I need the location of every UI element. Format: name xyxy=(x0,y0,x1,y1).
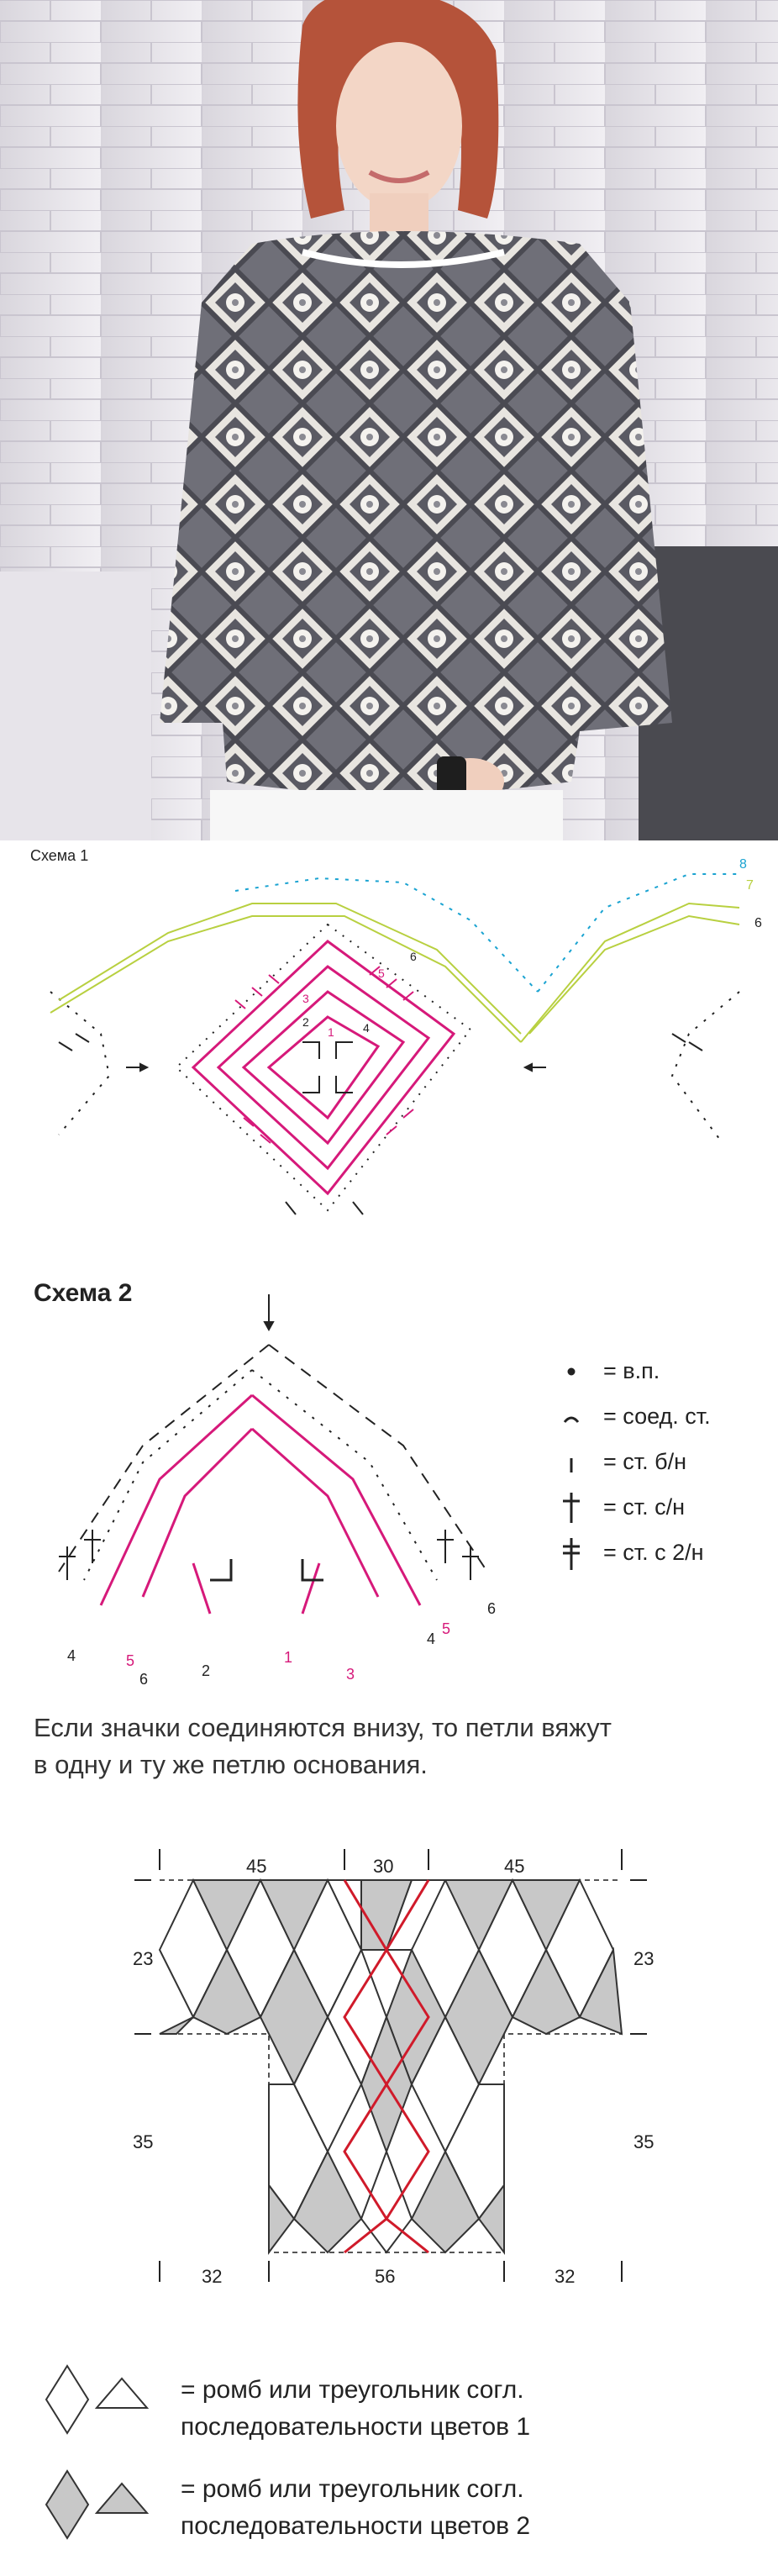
schema2-round-4-right: 4 xyxy=(427,1630,436,1647)
schema1-round-2: 2 xyxy=(302,1015,309,1029)
schema1-round-3: 3 xyxy=(302,992,309,1005)
schema1-title: Схема 1 xyxy=(30,847,89,864)
key-item-2-line-1: = ромб или треугольник согл. xyxy=(181,2475,524,2503)
key-item-1: = ромб или треугольник согл. последовате… xyxy=(181,2372,530,2446)
key-white-diamond xyxy=(45,2364,90,2435)
dim-side-mid-right: 35 xyxy=(633,2131,654,2152)
garment-layout xyxy=(134,1849,647,2282)
key-gray-triangle xyxy=(94,2482,150,2514)
dim-top-right: 45 xyxy=(504,1856,525,1877)
schema1-round-1: 1 xyxy=(328,1025,334,1039)
schema2-round-2: 2 xyxy=(202,1662,211,1679)
schema2-round-3: 3 xyxy=(346,1666,355,1683)
dim-top-center: 30 xyxy=(373,1856,394,1877)
schema1-round-4: 4 xyxy=(363,1021,370,1035)
schema2-round-6-right: 6 xyxy=(487,1600,497,1617)
schema2-round-5-left: 5 xyxy=(126,1652,135,1669)
key-gray-diamond xyxy=(45,2469,90,2540)
schema1-round-6-right: 6 xyxy=(754,916,762,930)
dim-side-top-left: 23 xyxy=(133,1948,154,1969)
schema2-magenta xyxy=(99,1393,422,1615)
cyan-rounds xyxy=(234,873,739,993)
schema2-title: Схема 2 xyxy=(34,1279,133,1307)
legend-symbols xyxy=(563,1367,580,1570)
legend-chain: = в.п. xyxy=(603,1358,660,1383)
key-item-1-line-2: последовательности цветов 1 xyxy=(181,2413,531,2441)
dim-bottom-left: 32 xyxy=(202,2266,223,2287)
schema1-round-8: 8 xyxy=(739,857,747,872)
schema2-round-6-left: 6 xyxy=(139,1671,149,1688)
schema2-round-4-left: 4 xyxy=(67,1647,76,1664)
schema2-diagram xyxy=(58,1294,580,1615)
schema1-diagram xyxy=(50,873,740,1215)
schema1-round-6: 6 xyxy=(410,950,417,963)
key-item-2: = ромб или треугольник согл. последовате… xyxy=(181,2471,530,2545)
dim-side-mid-left: 35 xyxy=(133,2131,154,2152)
note-line-2: в одну и ту же петлю основания. xyxy=(34,1750,428,1779)
dim-bottom-right: 32 xyxy=(555,2266,576,2287)
dim-side-top-right: 23 xyxy=(633,1948,654,1969)
schema1-round-7: 7 xyxy=(746,878,754,893)
lime-rounds xyxy=(50,902,740,1043)
legend-dc: = ст. с/н xyxy=(603,1494,686,1520)
note-line-1: Если значки соединяются внизу, то петли … xyxy=(34,1713,612,1742)
key-shapes xyxy=(45,2364,150,2540)
schema2-round-5-right: 5 xyxy=(442,1620,451,1637)
schema1-round-5: 5 xyxy=(378,967,385,980)
schema2-round-1: 1 xyxy=(284,1649,293,1666)
model-photo xyxy=(0,0,778,840)
note-text: Если значки соединяются внизу, то петли … xyxy=(34,1709,756,1783)
key-item-2-line-2: последовательности цветов 2 xyxy=(181,2512,531,2540)
key-white-triangle xyxy=(94,2377,150,2409)
legend-tr: = ст. с 2/н xyxy=(603,1540,704,1565)
magenta-diamond xyxy=(191,940,456,1196)
legend-sc: = ст. б/н xyxy=(603,1449,687,1474)
dim-bottom-center: 56 xyxy=(375,2266,396,2287)
legend-slip: = соед. ст. xyxy=(603,1404,711,1429)
key-item-1-line-1: = ромб или треугольник согл. xyxy=(181,2376,524,2404)
dim-top-left: 45 xyxy=(246,1856,267,1877)
